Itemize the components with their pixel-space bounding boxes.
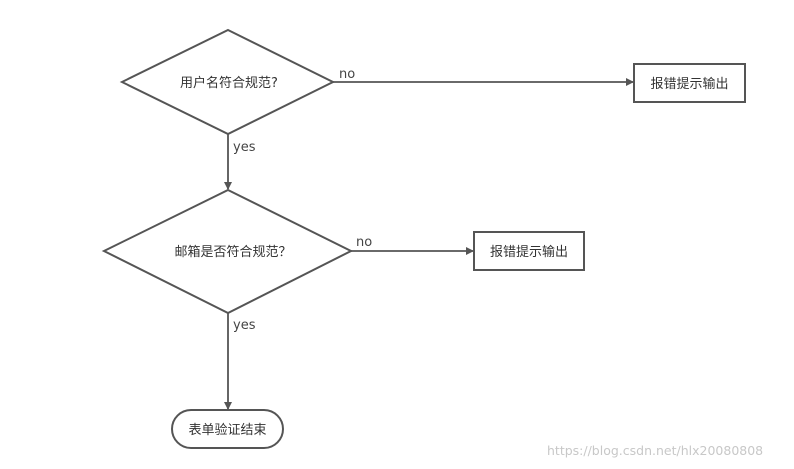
- error-output-box-2: [473, 231, 585, 271]
- end-terminal-label: 表单验证结束: [188, 422, 266, 438]
- error-output-box-1: [633, 63, 746, 103]
- decision-email-diamond: [101, 188, 354, 315]
- edge-label-yes-1: yes: [233, 140, 256, 155]
- decision-email-label: 邮箱是否符合规范？: [174, 244, 291, 260]
- end-terminal: [171, 409, 284, 449]
- edge-label-no-1: no: [339, 67, 355, 82]
- edge-label-yes-2: yes: [233, 318, 256, 333]
- edge-label-no-2: no: [356, 235, 372, 250]
- error-output-label-2: 报错提示输出: [490, 244, 568, 260]
- error-output-label-1: 报错提示输出: [650, 76, 728, 92]
- decision-username-diamond: [119, 28, 336, 136]
- decision-username-label: 用户名符合规范?: [180, 75, 278, 91]
- watermark-url: https://blog.csdn.net/hlx20080808: [547, 443, 764, 458]
